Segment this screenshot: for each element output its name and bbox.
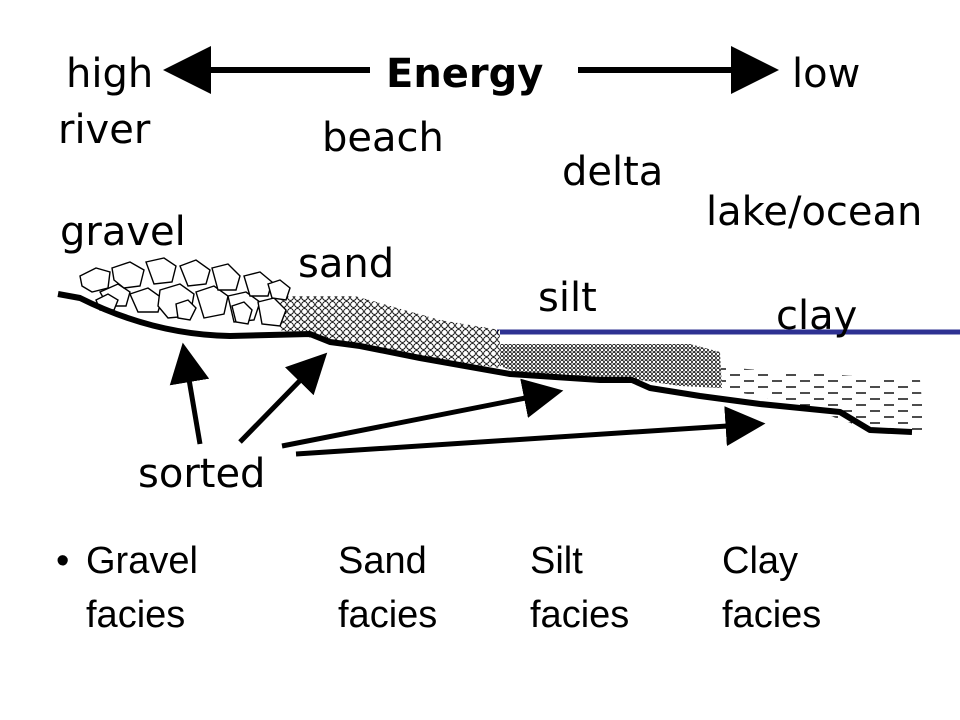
sorted-arrow-sand (238, 352, 328, 444)
facies-clay-name: Clay (722, 540, 799, 582)
facies-silt: Silt facies (530, 534, 629, 642)
facies-gravel: Gravel facies (86, 534, 198, 642)
sorted-arrow-gravel (169, 342, 210, 445)
sorted-arrow-silt (281, 378, 564, 449)
clay-layer (700, 366, 925, 432)
sediment-sand-label: sand (298, 241, 395, 287)
energy-low-label: low (792, 51, 861, 97)
env-beach-label: beach (322, 115, 444, 161)
silt-layer (500, 344, 722, 388)
facies-bullet: • (56, 540, 70, 582)
facies-silt-name: Silt (530, 540, 583, 582)
sand-layer (280, 296, 500, 368)
facies-sand-word: facies (338, 594, 438, 636)
facies-silt-word: facies (530, 594, 630, 636)
facies-clay-word: facies (722, 594, 822, 636)
sorted-arrow-clay (295, 406, 766, 457)
env-river-label: river (58, 107, 151, 153)
env-delta-label: delta (562, 149, 664, 195)
facies-gravel-name: Gravel (86, 540, 198, 582)
sediment-silt-label: silt (538, 275, 597, 321)
sediment-base-profile (57, 291, 913, 435)
energy-title: Energy (386, 51, 544, 97)
facies-gravel-word: facies (86, 594, 186, 636)
env-lake-ocean-label: lake/ocean (706, 189, 923, 235)
sediment-gravel-label: gravel (60, 209, 186, 255)
sediment-clay-label: clay (776, 293, 858, 339)
gravel-layer (79, 257, 291, 327)
facies-sand-name: Sand (338, 540, 427, 582)
sorted-label: sorted (138, 451, 266, 497)
facies-clay: Clay facies (722, 534, 821, 642)
energy-high-label: high (66, 51, 154, 97)
facies-sand: Sand facies (338, 534, 437, 642)
